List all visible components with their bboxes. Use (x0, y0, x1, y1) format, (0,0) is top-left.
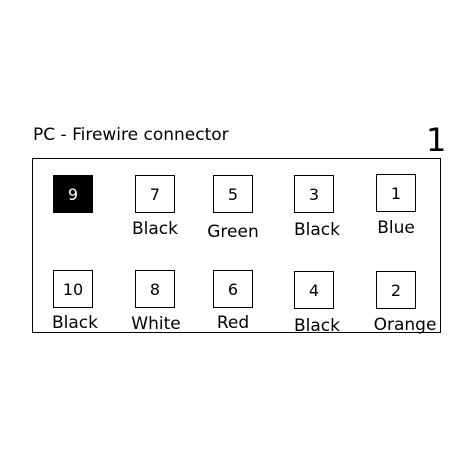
pin-10: 10 (53, 270, 93, 308)
pin-number: 7 (149, 184, 161, 204)
pin-one-indicator: 1 (426, 121, 447, 159)
pin-6: 6 (213, 270, 253, 308)
wire-color-label: Black (294, 316, 340, 336)
pin-7: 7 (135, 175, 175, 213)
pin-5: 5 (213, 175, 253, 213)
connector-frame (32, 158, 441, 333)
pin-2: 2 (376, 271, 416, 309)
pin-number: 3 (308, 184, 320, 204)
pin-4: 4 (294, 271, 334, 309)
wire-color-label: White (131, 314, 181, 334)
pin-number: 5 (227, 184, 239, 204)
pin-number: 1 (390, 183, 402, 203)
wire-color-label: Blue (377, 218, 415, 238)
diagram-title: PC - Firewire connector (33, 125, 229, 145)
pin-number: 10 (62, 279, 84, 299)
pin-9: 9 (53, 175, 93, 213)
pin-number: 8 (149, 279, 161, 299)
pin-number: 6 (227, 279, 239, 299)
wire-color-label: Green (207, 222, 259, 242)
pin-number: 4 (308, 280, 320, 300)
pin-8: 8 (135, 270, 175, 308)
pin-number: 2 (390, 280, 402, 300)
wire-color-label: Black (132, 219, 178, 239)
pin-3: 3 (294, 175, 334, 213)
wire-color-label: Orange (373, 315, 437, 335)
wire-color-label: Red (216, 313, 250, 333)
wire-color-label: Black (52, 313, 98, 333)
pin-1: 1 (376, 174, 416, 212)
pin-number: 9 (67, 184, 79, 204)
wire-color-label: Black (294, 220, 340, 240)
